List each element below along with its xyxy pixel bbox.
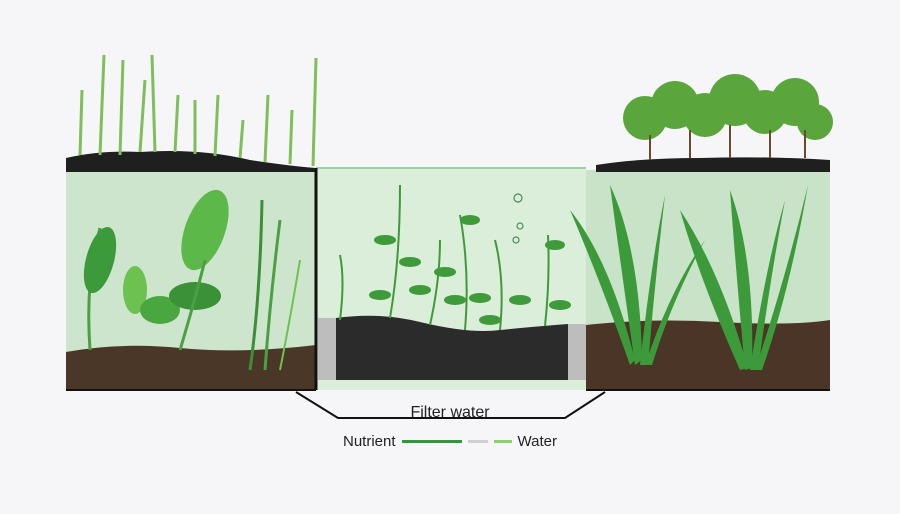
left-soil xyxy=(66,345,316,390)
right-topsoil xyxy=(596,157,830,172)
gravel-bed xyxy=(336,315,568,380)
left-topsoil xyxy=(66,151,316,172)
legend-nutrient-label: Nutrient xyxy=(343,433,396,450)
middle-panel xyxy=(314,167,586,390)
left-panel xyxy=(66,54,318,391)
right-panel xyxy=(570,74,833,391)
legend-separator xyxy=(467,440,488,443)
legend: Nutrient Water xyxy=(0,433,900,450)
right-emergent-plants xyxy=(570,185,808,370)
legend-water-label: Water xyxy=(517,433,557,450)
left-filter-wall xyxy=(318,318,336,380)
filter-outline xyxy=(295,391,606,419)
legend-water-swatch xyxy=(493,440,512,443)
right-filter-wall xyxy=(568,324,586,380)
middle-plants xyxy=(339,184,571,331)
right-trees xyxy=(623,74,833,160)
left-plants xyxy=(83,189,301,371)
legend-nutrient-swatch xyxy=(401,440,462,443)
bubbles xyxy=(512,193,524,244)
left-grass xyxy=(78,54,318,167)
filter-water-caption: Filter water xyxy=(410,404,490,421)
